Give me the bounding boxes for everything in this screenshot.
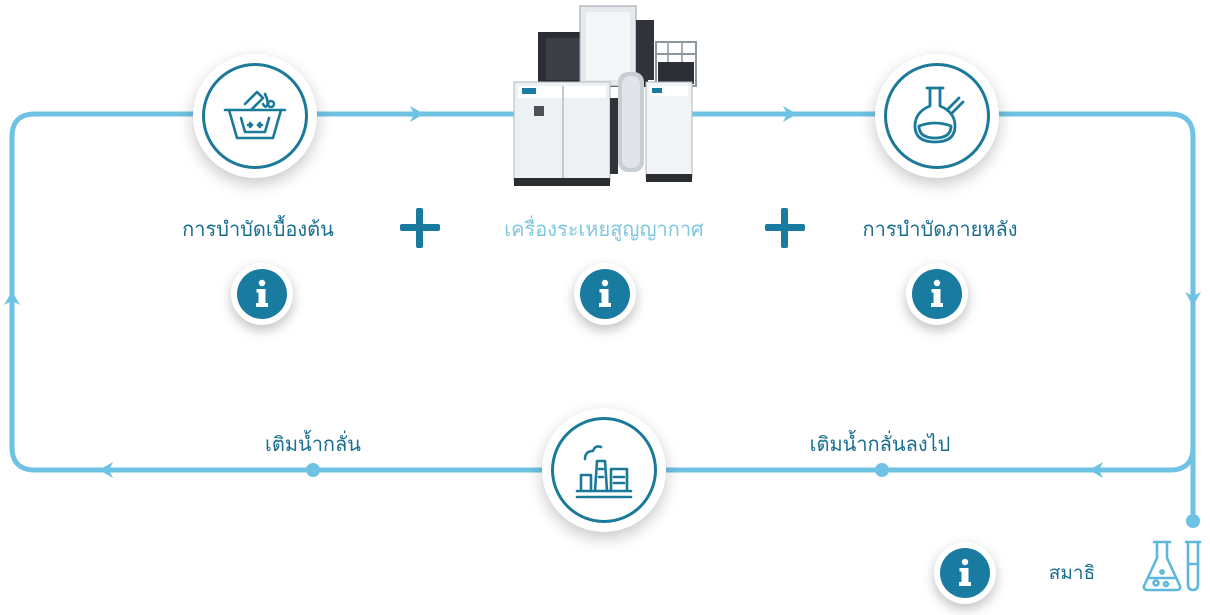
vacuum-evaporator-machine [513, 5, 697, 186]
plus-sign [400, 208, 440, 248]
info-icon [931, 279, 943, 307]
evaporator-info-button[interactable] [574, 263, 636, 325]
factory-icon [575, 445, 633, 499]
pretreatment-tank-icon [223, 90, 287, 140]
arrow-bottom-left [99, 462, 113, 478]
lab-glassware-icon [1142, 540, 1202, 592]
plus-sign [765, 208, 805, 248]
posttreatment-node [875, 54, 999, 178]
arrow-top-1 [410, 106, 424, 122]
dot-bottom-right [875, 463, 889, 477]
distillate-right-label: เติมน้ำกลั่นลงไป [809, 432, 951, 456]
info-icon [256, 279, 268, 307]
info-icon [599, 279, 611, 307]
posttreatment-label: การบำบัดภายหลัง [862, 217, 1018, 241]
arrow-right-down [1185, 292, 1201, 306]
pretreatment-info-button[interactable] [231, 263, 293, 325]
concentrate-label: สมาธิ [1048, 562, 1096, 584]
pretreatment-label: การบำบัดเบื้องต้น [182, 217, 334, 241]
plant-node [542, 408, 666, 532]
dot-bottom-left [306, 463, 320, 477]
info-icon [959, 558, 971, 586]
arrow-top-2 [783, 106, 797, 122]
loop-right [652, 111, 1196, 473]
dot-concentrate [1186, 514, 1200, 528]
arrow-left-up [4, 291, 20, 305]
arrow-bottom-right [1089, 462, 1103, 478]
flask-icon [913, 86, 965, 144]
concentrate-info-button[interactable] [934, 542, 996, 604]
posttreatment-info-button[interactable] [906, 263, 968, 325]
pretreatment-node [193, 54, 317, 178]
distillate-left-label: เติมน้ำกลั่น [265, 432, 361, 456]
evaporator-label: เครื่องระเหยสูญญากาศ [504, 217, 704, 241]
